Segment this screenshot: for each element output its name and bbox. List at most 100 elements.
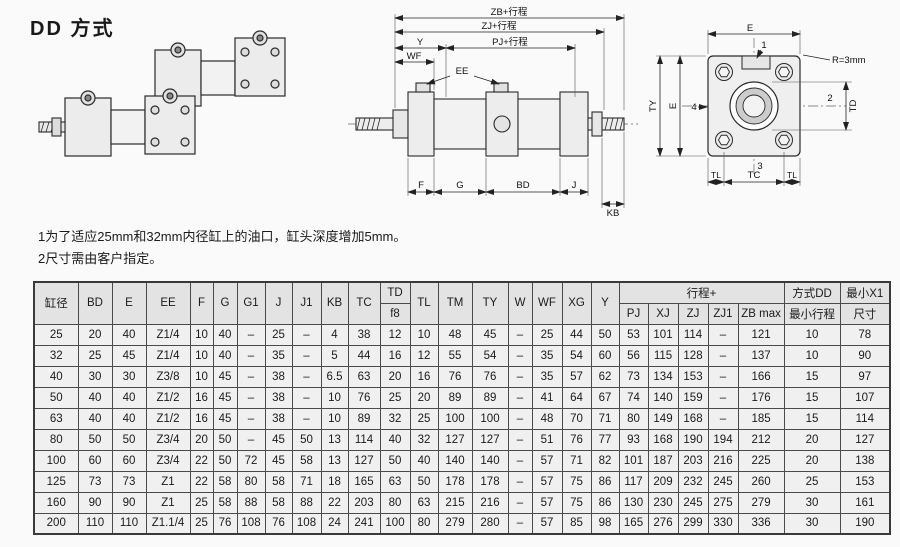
value-cell: 280 (471, 512, 509, 535)
piston-rod (38, 117, 66, 137)
value-cell: 128 (677, 344, 709, 367)
part-label-2: 2 (827, 93, 832, 104)
value-cell: 50 (111, 428, 147, 451)
value-cell: – (707, 344, 739, 367)
value-cell: 48 (531, 407, 563, 430)
value-cell: 140 (437, 449, 473, 472)
value-cell: 15 (783, 407, 841, 430)
value-cell: 40 (409, 449, 439, 472)
value-cell: 10 (409, 323, 439, 346)
value-cell: 153 (839, 470, 891, 493)
column-subheader: ZJ1 (707, 302, 739, 325)
value-cell: 16 (379, 344, 411, 367)
dim-label-tl-left: TL (711, 170, 721, 180)
value-cell: 50 (409, 470, 439, 493)
column-subheader: 尺寸 (839, 302, 891, 325)
value-cell: 30 (783, 491, 841, 514)
value-cell: – (236, 386, 266, 409)
value-cell: 80 (379, 491, 411, 514)
value-cell: 16 (189, 407, 214, 430)
value-cell: 275 (707, 491, 739, 514)
dim-label-ee: EE (456, 66, 469, 77)
column-header: Y (590, 281, 620, 325)
column-header: 缸径 (33, 281, 79, 325)
value-cell: Z1 (145, 470, 191, 493)
value-cell: – (236, 365, 266, 388)
value-cell: 100 (471, 407, 509, 430)
dim-label-bd: BD (516, 180, 529, 191)
column-header: XG (561, 281, 592, 325)
dim-label-e-top: E (747, 23, 753, 34)
value-cell: 60 (77, 449, 113, 472)
value-cell: 232 (677, 470, 709, 493)
value-cell: – (236, 428, 266, 451)
value-cell: 241 (347, 512, 381, 535)
column-header: J (264, 281, 293, 325)
value-cell: 127 (347, 449, 381, 472)
value-cell: 25 (783, 470, 841, 493)
value-cell: 45 (264, 449, 293, 472)
value-cell: Z3/4 (145, 449, 191, 472)
value-cell: 10 (189, 344, 214, 367)
value-cell: 138 (839, 449, 891, 472)
value-cell: 225 (737, 449, 785, 472)
column-subheader: ZJ (677, 302, 709, 325)
dim-label-tl-right: TL (787, 170, 797, 180)
value-cell: 76 (561, 428, 592, 451)
value-cell: 35 (531, 344, 563, 367)
value-cell: 71 (291, 470, 322, 493)
value-cell: 25 (409, 407, 439, 430)
value-cell: 161 (839, 491, 891, 514)
value-cell: 97 (839, 365, 891, 388)
value-cell: 101 (618, 449, 649, 472)
value-cell: 62 (590, 365, 620, 388)
value-cell: 50 (212, 428, 238, 451)
value-cell: 70 (561, 407, 592, 430)
value-cell: 30 (111, 365, 147, 388)
value-cell: 13 (320, 428, 349, 451)
value-cell: 101 (647, 323, 679, 346)
value-cell: 153 (677, 365, 709, 388)
value-cell: 215 (437, 491, 473, 514)
column-header: TM (437, 281, 473, 325)
value-cell: 32 (409, 428, 439, 451)
value-cell: – (291, 407, 322, 430)
value-cell: 40 (111, 323, 147, 346)
note-1: 1为了适应25mm和32mm内径缸上的油口，缸头深度增加5mm。 (38, 229, 407, 244)
bore-cell: 25 (33, 323, 79, 346)
value-cell: 72 (236, 449, 266, 472)
value-cell: 13 (320, 449, 349, 472)
value-cell: 130 (618, 491, 649, 514)
value-cell: 212 (737, 428, 785, 451)
value-cell: 12 (409, 344, 439, 367)
value-cell: 76 (347, 386, 381, 409)
value-cell: 140 (647, 386, 679, 409)
dim-label-j: J (572, 180, 577, 191)
value-cell: Z1 (145, 491, 191, 514)
value-cell: 45 (471, 323, 509, 346)
value-cell: 107 (839, 386, 891, 409)
value-cell: 73 (618, 365, 649, 388)
bore-cell: 63 (33, 407, 79, 430)
value-cell: 230 (647, 491, 679, 514)
value-cell: 73 (111, 470, 147, 493)
bore-cell: 200 (33, 512, 79, 535)
value-cell: 38 (347, 323, 381, 346)
value-cell: 16 (409, 365, 439, 388)
value-cell: Z3/8 (145, 365, 191, 388)
value-cell: 30 (783, 512, 841, 535)
value-cell: 185 (737, 407, 785, 430)
value-cell: 76 (212, 512, 238, 535)
value-cell: – (507, 512, 533, 535)
page-title: DD 方式 (30, 18, 115, 40)
value-cell: 203 (347, 491, 381, 514)
value-cell: 25 (264, 323, 293, 346)
dim-label-wf: WF (407, 51, 422, 62)
value-cell: 86 (590, 491, 620, 514)
value-cell: 50 (77, 428, 113, 451)
